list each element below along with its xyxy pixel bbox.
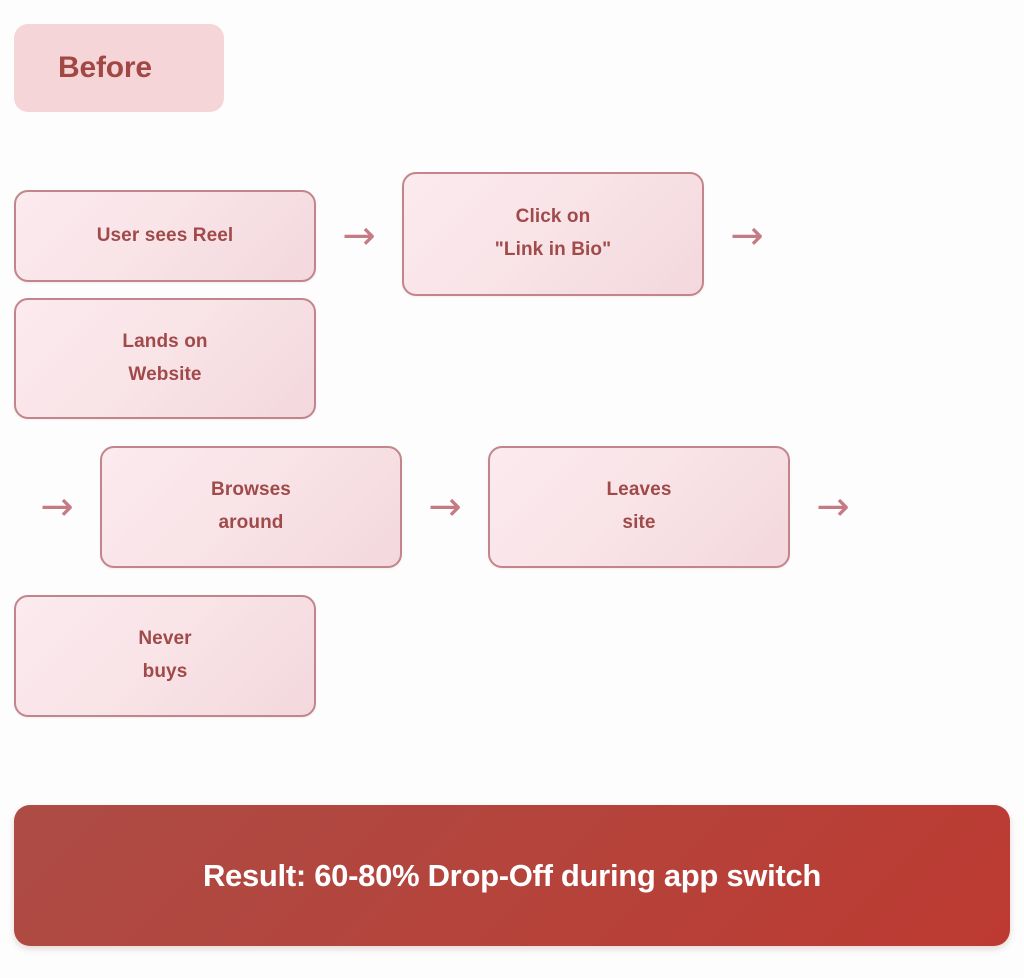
before-badge-label: Before [58, 51, 152, 84]
flow-step-label: Click on "Link in Bio" [494, 206, 612, 260]
arrow-right-icon: → [730, 213, 764, 259]
arrow-right-icon: → [816, 484, 850, 530]
flow-step-user-sees-reel: User sees Reel [14, 190, 316, 282]
flow-step-leaves-site: Leaves site [488, 446, 790, 568]
arrow-right-icon: → [342, 213, 376, 259]
flow-step-browses-around: Browses around [100, 446, 402, 568]
flow-step-label: Browses around [211, 479, 291, 533]
result-banner-label: Result: 60-80% Drop-Off during app switc… [202, 857, 822, 893]
flow-step-lands-on-website: Lands on Website [14, 298, 316, 419]
result-banner: Result: 60-80% Drop-Off during app switc… [14, 805, 1010, 946]
flow-step-label: Leaves site [606, 479, 672, 533]
flow-step-label: User sees Reel [96, 224, 234, 246]
flow-step-label: Lands on Website [122, 330, 208, 385]
flow-step-label: Never buys [138, 628, 192, 682]
arrow-right-icon: → [40, 484, 74, 530]
arrow-right-icon: → [428, 484, 462, 530]
before-badge: Before [14, 24, 224, 112]
flow-step-never-buys: Never buys [14, 595, 316, 717]
flow-step-click-link-bio: Click on "Link in Bio" [402, 172, 704, 296]
